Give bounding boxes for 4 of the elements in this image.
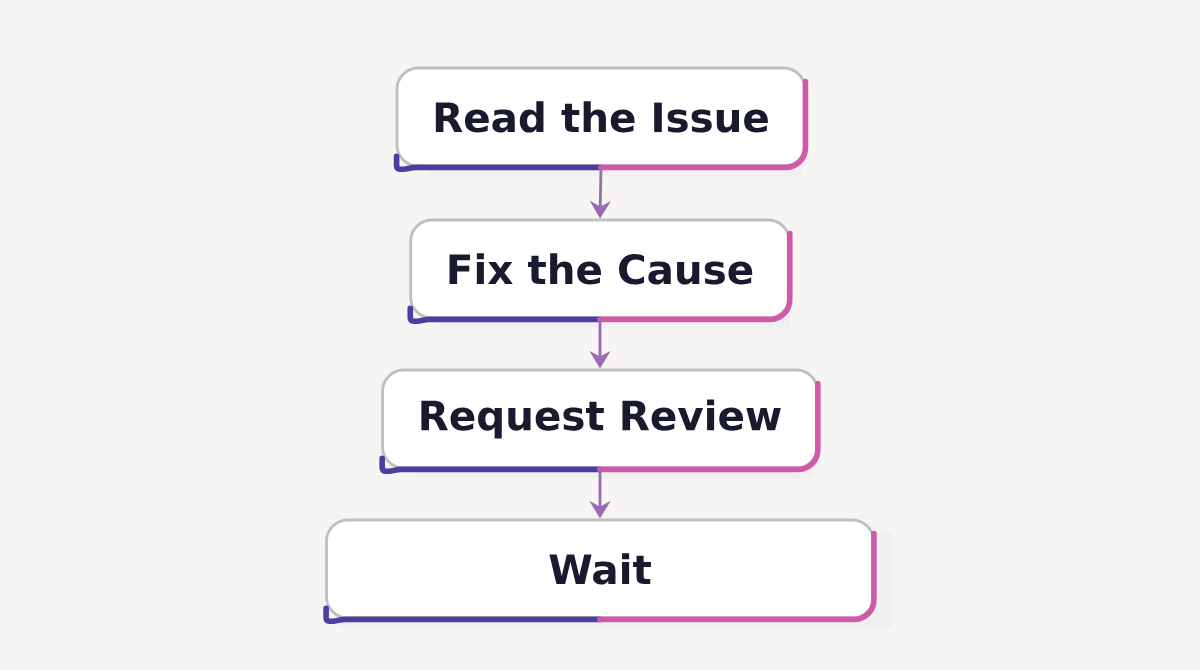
process-box: Wait bbox=[323, 518, 892, 628]
process-box: Fix the Cause bbox=[407, 218, 793, 328]
process-box: Request Review bbox=[379, 368, 821, 478]
process-box: Read the Issue bbox=[393, 66, 809, 176]
